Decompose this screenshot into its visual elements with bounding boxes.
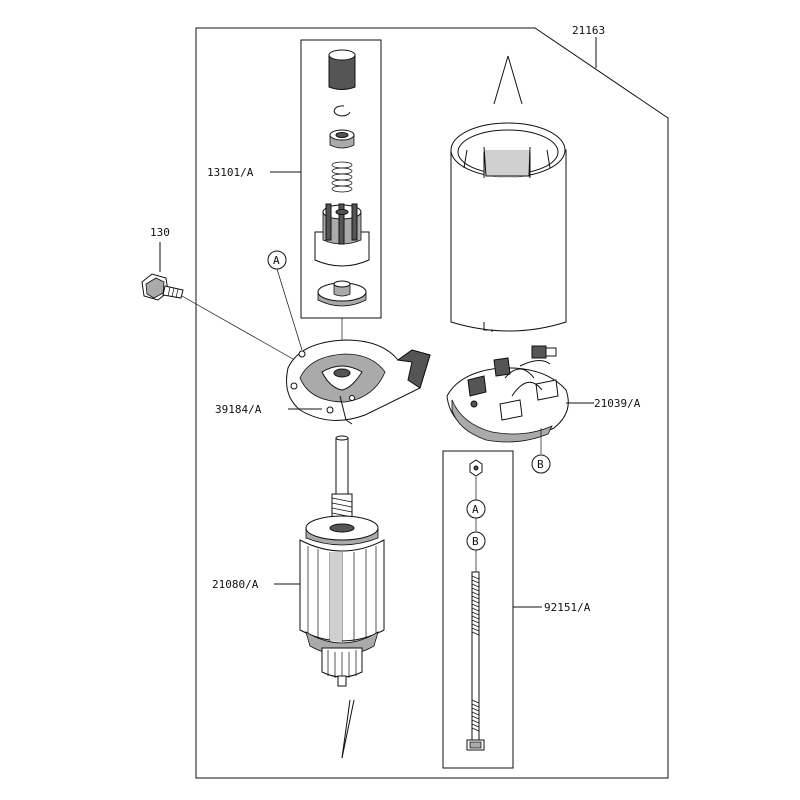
clutch-washer [317, 280, 367, 307]
hex-bolt [141, 273, 184, 301]
marker-b-lower-label: B [472, 535, 479, 548]
field-housing [450, 122, 567, 332]
callout-armature[interactable]: 21080/A [212, 578, 259, 591]
callout-through-bolt[interactable]: 92151/A [544, 601, 591, 614]
callout-drive-kit[interactable]: 13101/A [207, 166, 254, 179]
drive-spring [331, 161, 353, 193]
through-bolt [466, 571, 485, 751]
marker-b-right-label: B [537, 458, 544, 471]
marker-a-lower-label: A [472, 503, 479, 516]
callout-bolt[interactable]: 130 [150, 226, 170, 239]
marker-b-right[interactable] [531, 454, 551, 474]
armature-arrow-left [341, 699, 351, 759]
end-bracket [286, 339, 431, 425]
armature [299, 435, 385, 687]
marker-a-upper-leader [276, 268, 303, 351]
stop-collar [329, 129, 355, 149]
callout-assembly[interactable]: 21163 [572, 24, 605, 37]
hex-nut [469, 459, 483, 477]
drive-kit-box [300, 39, 382, 319]
marker-a-upper-label: A [273, 254, 280, 267]
brush-holder [446, 345, 569, 443]
callout-end-bracket[interactable]: 39184/A [215, 403, 262, 416]
through-bolt-box [442, 450, 514, 769]
snap-ring [333, 105, 351, 117]
pinion-gear [314, 203, 370, 267]
housing-arrow-right [507, 55, 523, 105]
drive-cap [328, 49, 356, 90]
armature-arrow-right [341, 699, 355, 759]
callout-brush-holder[interactable]: 21039/A [594, 397, 641, 410]
assembly-border [195, 27, 669, 779]
housing-arrow-left [493, 55, 509, 105]
